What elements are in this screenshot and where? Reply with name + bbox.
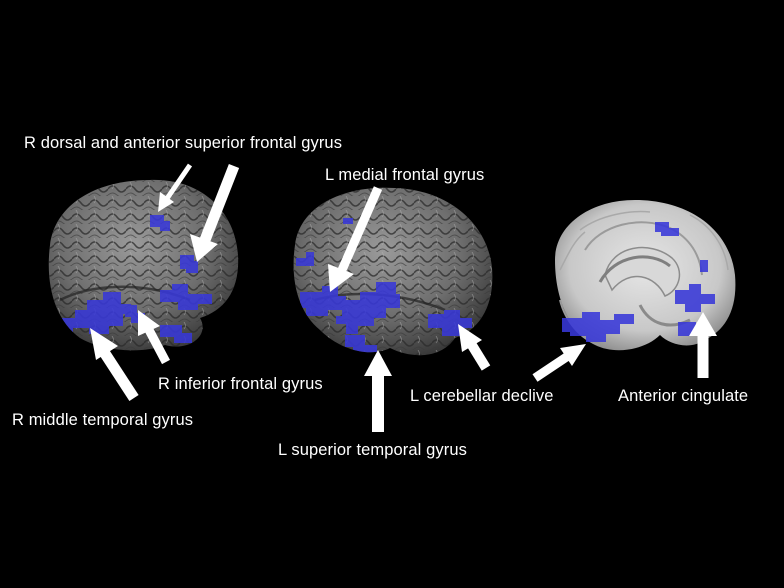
activation-clusters-right (55, 215, 212, 343)
arrow-l-cerebellar-declive-1 (458, 324, 491, 371)
label-l-superior-temporal-gyrus: L superior temporal gyrus (278, 441, 467, 459)
activation-clusters-sagittal (562, 222, 715, 342)
label-l-medial-frontal-gyrus: L medial frontal gyrus (325, 166, 485, 184)
arrow-r-middle-temporal (90, 328, 139, 402)
pointer-arrows (90, 163, 717, 432)
label-r-middle-temporal-gyrus: R middle temporal gyrus (12, 411, 194, 429)
label-l-cerebellar-declive: L cerebellar declive (410, 387, 554, 405)
arrow-r-dorsal-thin (158, 163, 193, 212)
label-anterior-cingulate: Anterior cingulate (618, 387, 749, 405)
label-r-inferior-frontal-gyrus: R inferior frontal gyrus (158, 375, 323, 393)
arrow-l-superior-temporal (364, 350, 392, 432)
arrow-l-medial-frontal (328, 186, 383, 292)
arrow-l-cerebellar-declive-2 (532, 344, 586, 382)
arrow-r-inferior-frontal (138, 310, 170, 365)
arrow-anterior-cingulate (689, 312, 717, 378)
sagittal-slice-view (555, 200, 736, 351)
label-r-dorsal-anterior-sfg: R dorsal and anterior superior frontal g… (24, 134, 343, 152)
arrow-r-dorsal-thick (190, 163, 240, 262)
